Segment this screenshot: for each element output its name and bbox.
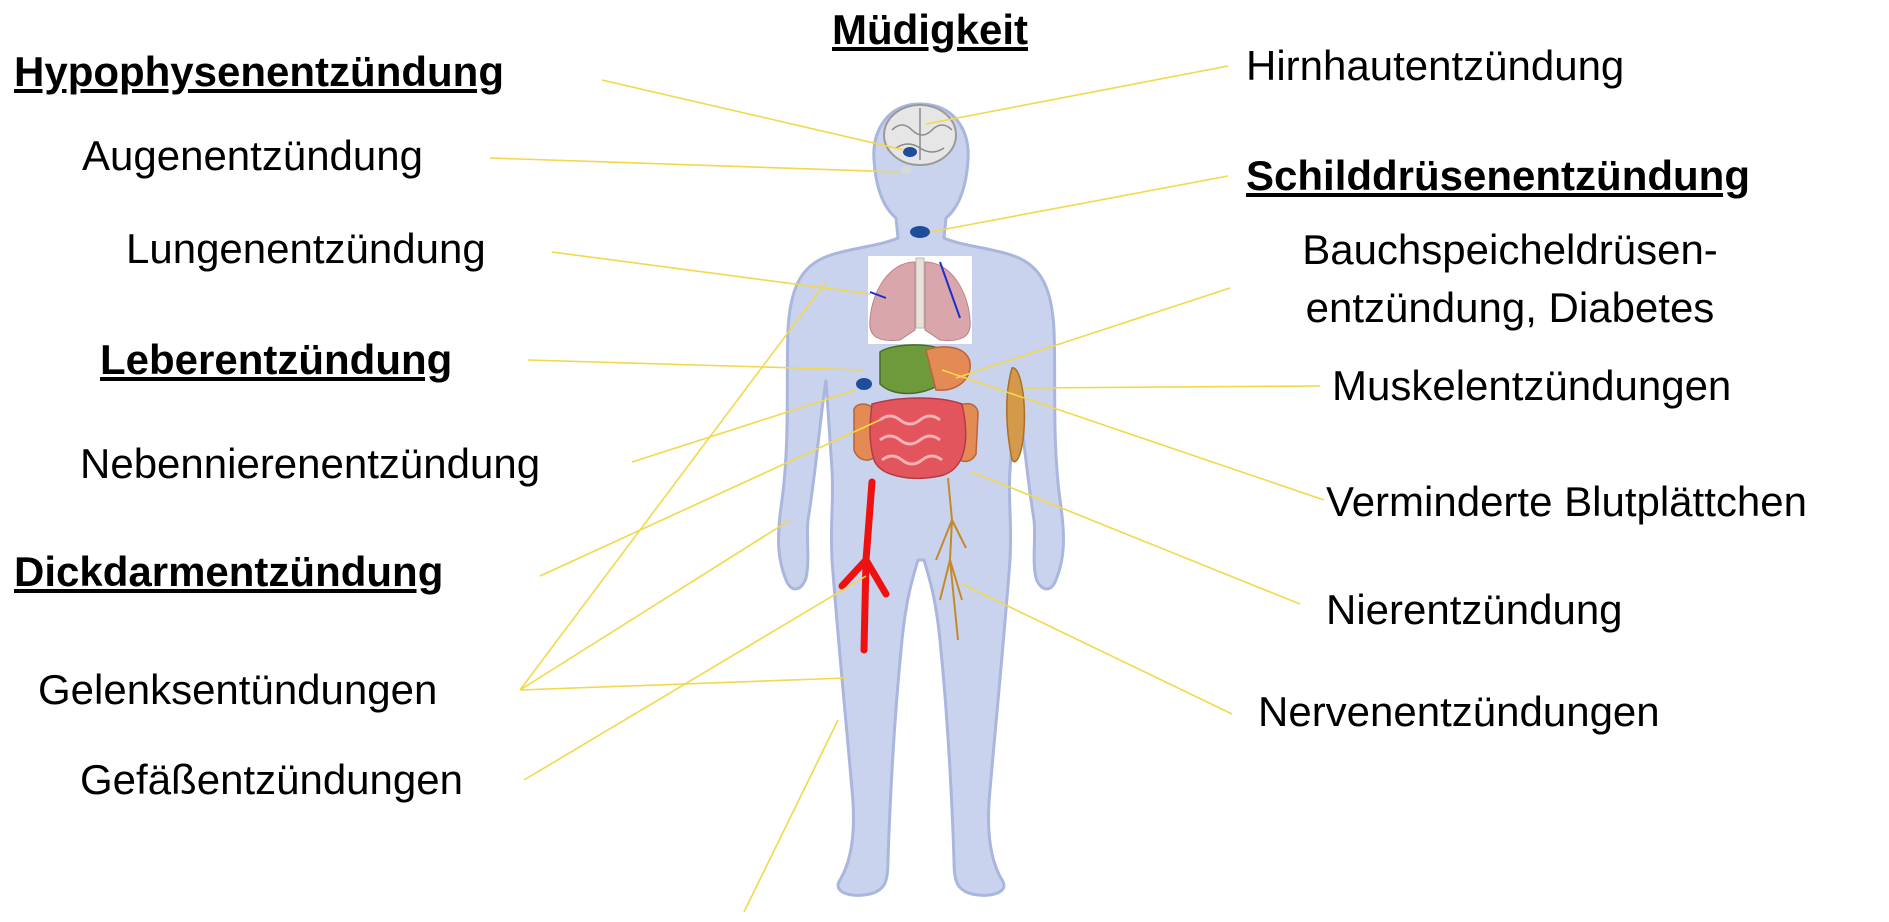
label-leberentzuendung: Leberentzündung	[100, 336, 452, 384]
leader-hypophyse	[602, 80, 904, 150]
label-verminderte-blutplaettchen: Verminderte Blutplättchen	[1326, 478, 1807, 526]
leader-dickdarm	[540, 420, 880, 576]
leader-hirnhaut	[926, 66, 1228, 124]
pituitary-gland	[903, 147, 917, 157]
arm-muscle	[1007, 368, 1025, 462]
lungs	[868, 256, 972, 344]
leader-nebenniere	[632, 390, 856, 462]
label-gefaessentzuendungen: Gefäßentzündungen	[80, 756, 463, 804]
label-gelenksentuendungen: Gelenksentündungen	[38, 666, 437, 714]
brain	[884, 105, 956, 165]
leader-muskel	[1024, 386, 1320, 388]
leader-gelenke-3	[520, 678, 846, 690]
label-bauchspeicheldruesen-line1: Bauchspeicheldrüsen-	[1270, 226, 1750, 274]
adrenal-marker	[856, 378, 872, 390]
leader-gelenke-1	[520, 282, 826, 690]
title-muedigkeit: Müdigkeit	[832, 6, 1028, 54]
leader-augen	[490, 158, 900, 172]
label-nierentzuendung: Nierentzündung	[1326, 586, 1623, 634]
label-nebennierenentzuendung: Nebennierenentzündung	[80, 440, 540, 488]
label-augenentzuendung: Augenentzündung	[82, 132, 423, 180]
body-silhouette	[779, 104, 1064, 895]
leader-fuss	[744, 720, 838, 912]
leader-niere	[972, 472, 1300, 604]
leader-schilddruese	[930, 176, 1228, 232]
label-nervenentzuendungen: Nervenentzündungen	[1258, 688, 1660, 736]
leader-gelenke-2	[520, 520, 790, 690]
leader-gefaesse	[524, 576, 866, 780]
intestines	[870, 398, 966, 478]
label-hirnhautentzuendung: Hirnhautentzündung	[1246, 42, 1624, 90]
thyroid-gland	[910, 226, 930, 238]
label-lungenentzuendung: Lungenentzündung	[126, 225, 486, 273]
human-body-figure	[779, 104, 1064, 895]
label-bauchspeicheldruesen-line2: entzündung, Diabetes	[1270, 284, 1750, 332]
eye-marker	[901, 166, 911, 174]
label-schilddruesenentzuendung: Schilddrüsenentzündung	[1246, 152, 1750, 200]
label-muskelentzuendungen: Muskelentzündungen	[1332, 362, 1731, 410]
label-dickdarmentzuendung: Dickdarmentzündung	[14, 548, 443, 596]
label-hypophysenentzuendung: Hypophysenentzündung	[14, 48, 504, 96]
